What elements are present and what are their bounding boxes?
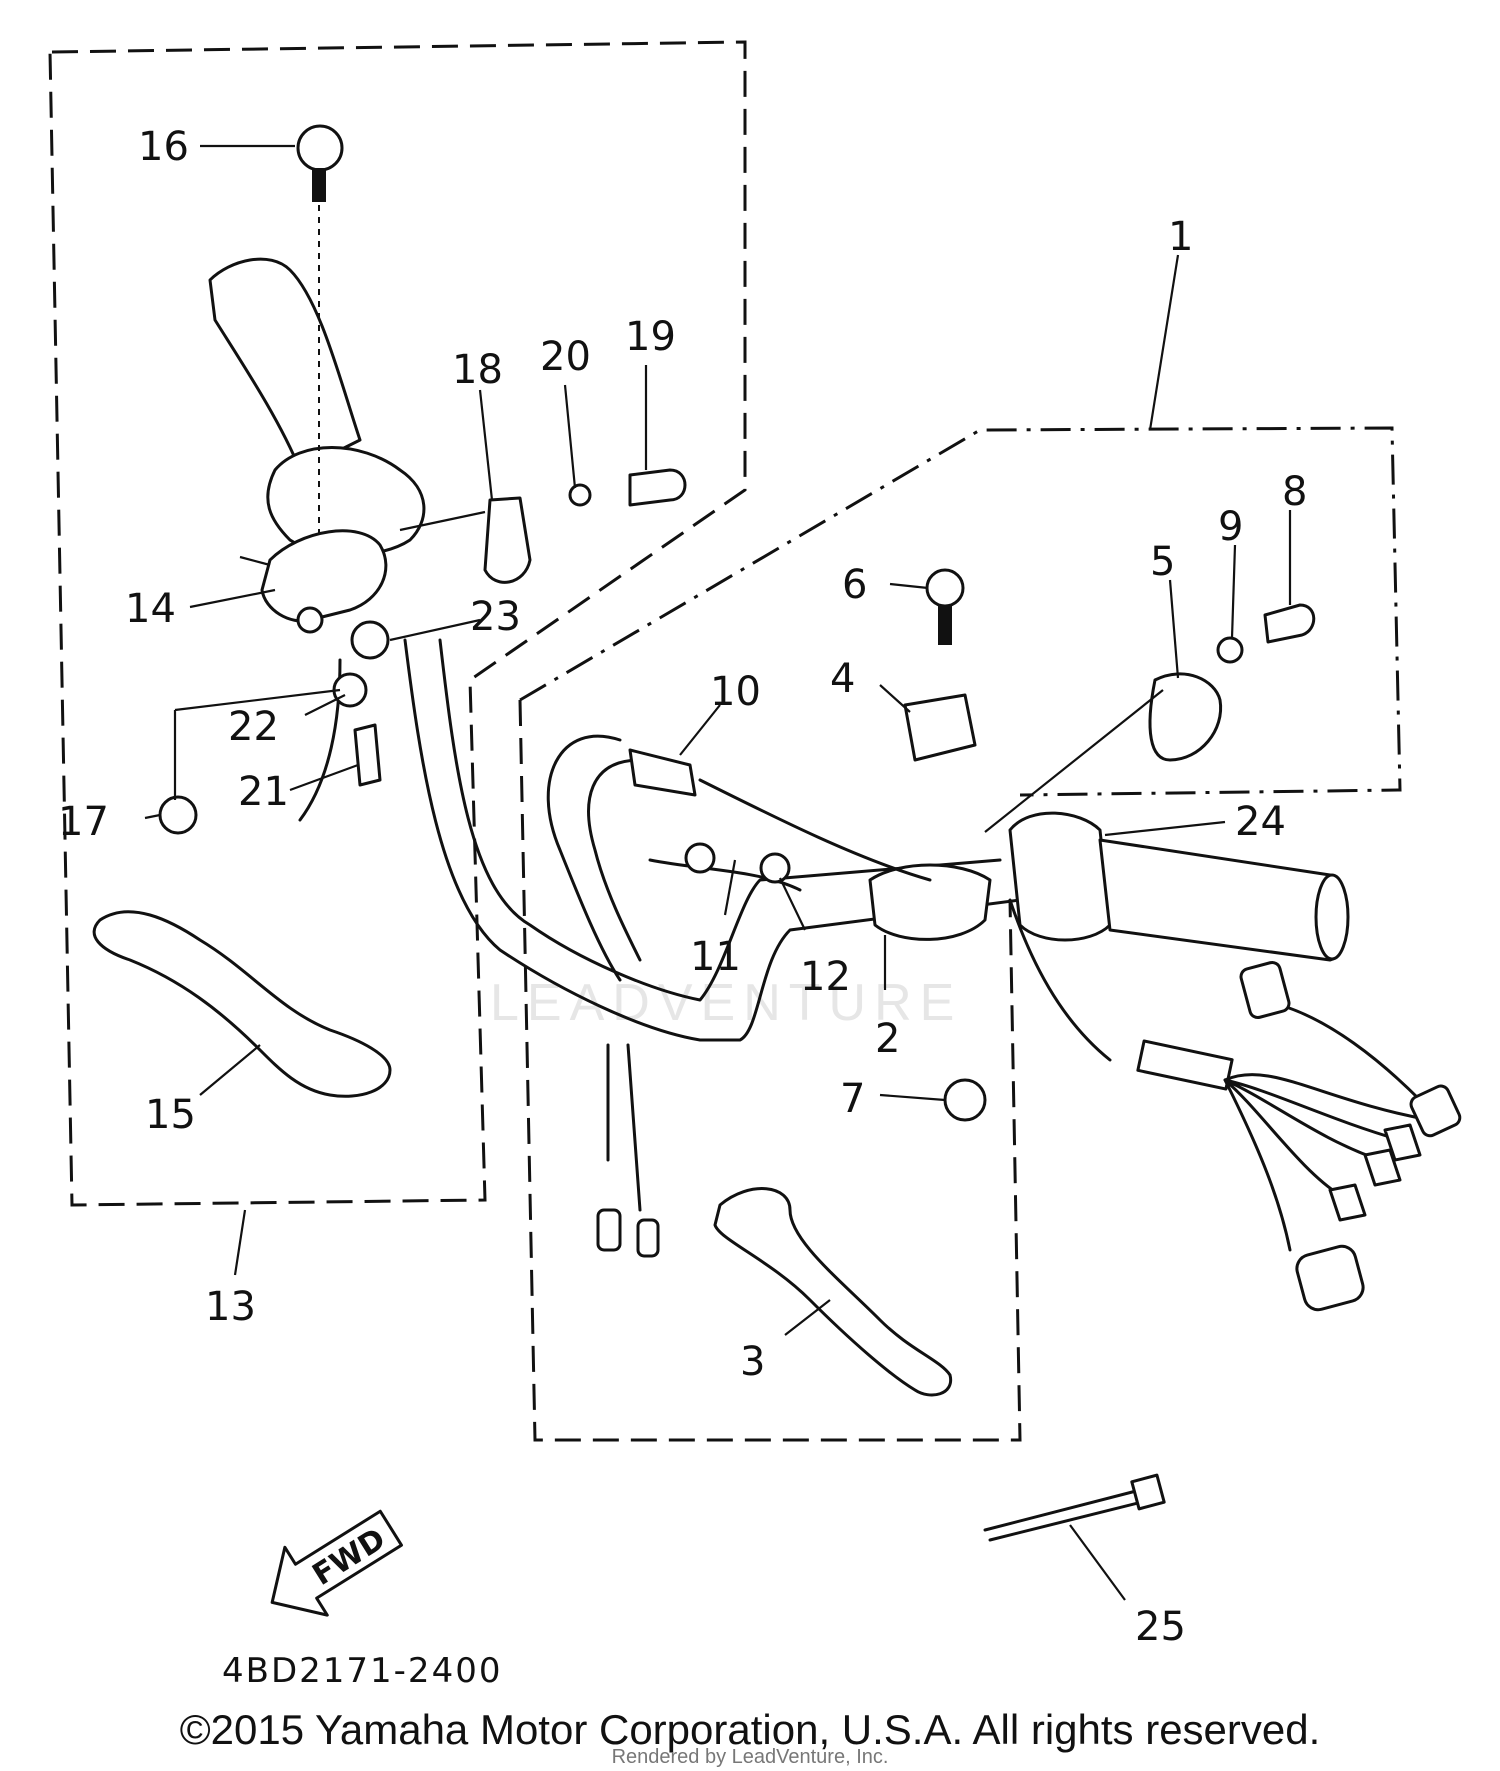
callout-24: 24 [1235,799,1286,845]
handlebar-bend-inner [587,758,642,962]
callout-8: 8 [1282,469,1307,515]
callout-13: 13 [205,1284,256,1330]
harness-wires [1223,1073,1432,1252]
clamp-5 [1148,672,1223,762]
callout-22: 22 [228,704,279,750]
nut-17 [158,795,198,835]
handlebar-inner-edge [438,638,1002,1002]
clamp-18 [483,496,532,584]
leader-lines [144,144,1292,1601]
fitting-11 [684,842,716,874]
washer-20 [568,483,592,507]
callout-23: 23 [470,594,521,640]
lever-holder [260,529,388,623]
copyright-notice: ©2015 Yamaha Motor Corporation, U.S.A. A… [179,1706,1321,1753]
callout-5: 5 [1150,539,1175,585]
switch-4 [903,693,977,762]
cable-tie-25-edge [983,1488,1142,1532]
holder-pivot [296,606,324,634]
callout-9: 9 [1218,504,1243,550]
connector-a [596,1208,622,1252]
connector-b [636,1218,660,1258]
callout-7: 7 [840,1076,865,1122]
nut-7 [943,1078,987,1122]
drawing-number: 4BD2171-2400 [222,1651,502,1691]
screw-8 [1263,603,1316,644]
callout-1: 1 [1168,214,1193,260]
screw-6-thread [938,605,952,645]
callout-6: 6 [842,562,867,608]
harness-sleeve [1136,1039,1234,1091]
cable-tie-25 [988,1498,1152,1542]
callout-21: 21 [238,769,289,815]
screw-19 [628,468,687,507]
callout-labels: 16 18 20 19 1 14 23 22 21 17 15 13 6 4 5… [58,124,1307,1650]
handlebar [403,638,1022,1042]
callout-2: 2 [875,1016,900,1062]
callout-25: 25 [1135,1604,1186,1650]
callout-10: 10 [710,669,761,715]
connector-top [1239,960,1291,1020]
callout-17: 17 [58,799,109,845]
callout-12: 12 [800,954,851,1000]
callout-15: 15 [145,1092,196,1138]
connector-bottom [1295,1244,1365,1312]
fwd-arrow: FWD [270,1509,403,1617]
callout-20: 20 [540,334,591,380]
holder-bolt-head [350,620,390,660]
grommet-12 [759,852,791,884]
bullet-connectors [1328,1123,1422,1222]
harness-upper-wire [1278,1003,1422,1102]
throttle-grip-24 [1098,838,1349,962]
lower-wires [606,1043,642,1212]
clutch-lever-15 [92,910,392,1098]
callout-19: 19 [625,314,676,360]
watermark-text: LEADVENTURE [490,974,962,1032]
washer-9 [1216,636,1244,664]
harness-tube [1008,898,1112,1062]
connector-right [1409,1084,1462,1138]
left-switch-housing [266,446,426,557]
screw-6-head [925,568,965,608]
adjuster-21 [353,723,382,787]
bolt-16-thread [312,168,326,202]
callout-3: 3 [740,1339,765,1385]
brake-switch-10 [628,748,697,797]
grip-end [1314,873,1350,961]
bolt-16-head [296,124,344,172]
switch-wire [698,778,932,882]
brake-lever-3 [713,1187,953,1397]
handlebar-bend-outer [546,734,622,982]
rendered-by-note: Rendered by LeadVenture, Inc. [611,1746,889,1768]
lever-bracket-2 [868,863,992,941]
callout-18: 18 [452,347,503,393]
wire-11 [648,858,802,892]
callout-14: 14 [125,586,176,632]
callout-11: 11 [690,934,741,980]
callout-4: 4 [830,656,855,702]
group-1-dashdot-outline [519,426,1402,797]
callout-16: 16 [138,124,189,170]
group-2-dashed-outline [518,699,1022,1442]
left-grip [208,257,362,472]
group-13-dashed-outline [48,40,747,1207]
cable-tie-25-head [1130,1473,1166,1511]
throttle-housing [1008,811,1112,942]
